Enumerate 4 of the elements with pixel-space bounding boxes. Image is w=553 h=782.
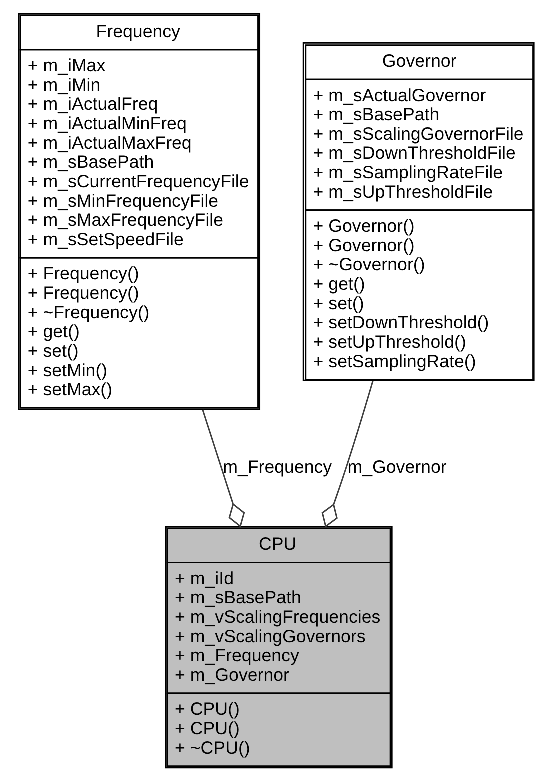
connector xyxy=(202,410,246,528)
edge-label: m_Governor xyxy=(348,456,447,477)
connector xyxy=(322,381,374,528)
edge-label: m_Frequency xyxy=(223,456,332,477)
